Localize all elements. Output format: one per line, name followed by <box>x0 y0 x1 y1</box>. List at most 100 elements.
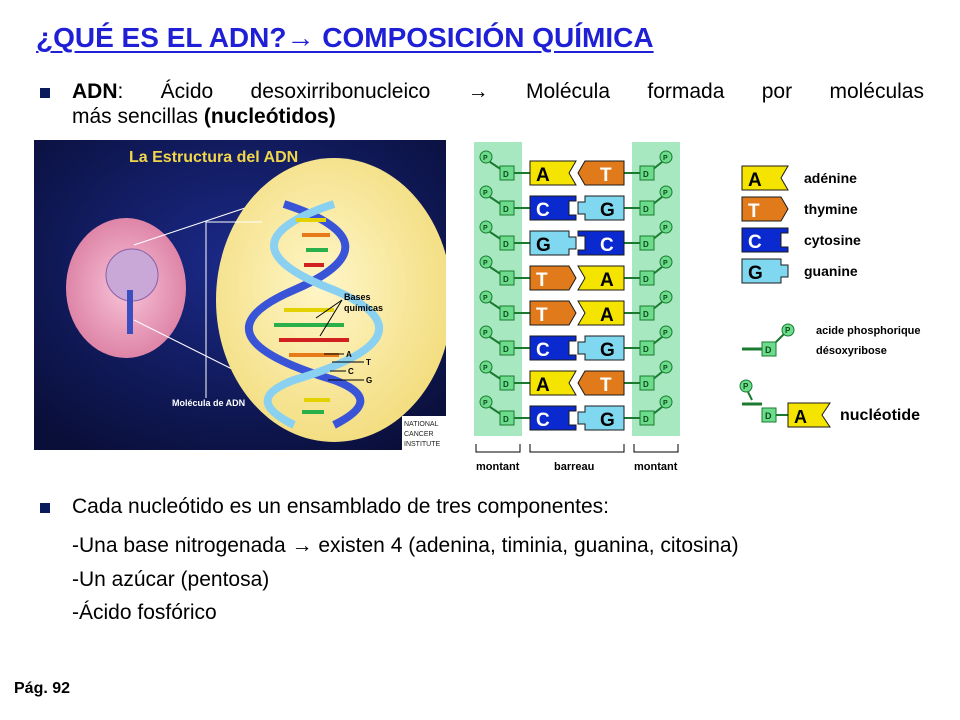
phosphate-node <box>479 185 493 199</box>
base-letter-c: C <box>348 367 354 376</box>
sugar-letter: D <box>503 240 509 249</box>
helix-strand-2 <box>263 200 383 429</box>
bases-label-line-2: químicas <box>344 303 383 313</box>
sugar-letter: D <box>503 170 509 179</box>
base-block <box>577 405 625 431</box>
phosphate-letter: P <box>483 225 488 232</box>
phosphate-node <box>479 255 493 269</box>
phosphate-letter: P <box>483 155 488 162</box>
base-letter-g: G <box>366 376 372 385</box>
base-letter: T <box>600 165 612 186</box>
phosphate-letter: P <box>483 400 488 407</box>
phosphate-node <box>659 220 673 234</box>
sugar-letter: D <box>503 205 509 214</box>
phosphate-letter: P <box>663 330 668 337</box>
title-part-1: ¿QUÉ ES EL ADN? <box>36 22 287 53</box>
base-letter: C <box>536 200 550 221</box>
legend-base-name: thymine <box>804 201 858 217</box>
phosphate-letter: P <box>483 365 488 372</box>
base-letter: A <box>600 305 614 326</box>
base-block <box>577 265 625 291</box>
sugar-letter: D <box>643 205 649 214</box>
base-letter: A <box>600 270 614 291</box>
phosphate-node <box>659 185 673 199</box>
label-barreau: barreau <box>554 461 594 473</box>
acide-phosphorique-label: acide phosphorique <box>816 325 921 337</box>
base-block <box>577 160 625 186</box>
bases-pointer-1 <box>315 299 343 319</box>
deoxyribose-symbol-letter: D <box>765 345 772 355</box>
bases-pointer-2 <box>319 299 343 337</box>
sugar-letter: D <box>643 275 649 284</box>
base-letter: C <box>600 235 614 256</box>
sugar-letter: D <box>503 345 509 354</box>
phosphate-node <box>659 395 673 409</box>
sugar-letter: D <box>643 310 649 319</box>
phosphate-symbol <box>781 323 795 337</box>
adn-term: ADN <box>72 80 118 103</box>
base-block <box>529 265 577 291</box>
strand-left <box>474 142 522 436</box>
institute-line-3: INSTITUTE <box>404 441 440 448</box>
legend-base-name: guanine <box>804 263 858 279</box>
title-part-2: COMPOSICIÓN QUÍMICA <box>314 22 654 53</box>
base-block <box>577 335 625 361</box>
bullet-1-line-2: más sencillas (nucleótidos) <box>72 105 336 129</box>
nucleotide-phosphate-link <box>747 391 753 401</box>
sugar-letter: D <box>503 380 509 389</box>
legend-base-block <box>741 258 789 284</box>
phosphate-node <box>479 220 493 234</box>
sugar-letter: D <box>643 415 649 424</box>
phosphate-letter: P <box>663 225 668 232</box>
sugar-letter: D <box>503 415 509 424</box>
phosphate-letter: P <box>663 295 668 302</box>
chromosome <box>127 290 133 334</box>
base-letter: G <box>600 340 615 361</box>
ladder-row: P D P D C G <box>479 325 673 361</box>
institute-line-1: NATIONAL <box>404 421 439 428</box>
nucleotide-phosphate-letter: P <box>743 382 749 391</box>
phosphate-letter: P <box>663 190 668 197</box>
bullet-2-line-2: -Una base nitrogenada → existen 4 (adeni… <box>72 534 739 557</box>
base-block <box>577 195 625 221</box>
sugar-letter: D <box>643 240 649 249</box>
base-letter: G <box>600 410 615 431</box>
deoxyribose-symbol <box>761 341 777 357</box>
legend-base-letter: C <box>748 232 762 253</box>
nucleotide-phosphate-symbol <box>739 379 753 393</box>
base-letter: T <box>600 375 612 396</box>
base-letter: T <box>536 270 548 291</box>
phosphate-letter: P <box>483 190 488 197</box>
bullet-marker-1 <box>40 88 50 98</box>
bullet-2-line-4: -Ácido fosfórico <box>72 601 217 624</box>
sugar-letter: D <box>643 345 649 354</box>
base-letter: A <box>536 375 550 396</box>
base-block <box>577 370 625 396</box>
institute-logo-box <box>402 416 446 450</box>
phosphate-letter: P <box>663 260 668 267</box>
base-block <box>529 370 577 396</box>
zoom-line-top <box>133 204 255 246</box>
nucleotide-label: nucléotide <box>840 407 920 424</box>
bullet-2-line-3: -Un azúcar (pentosa) <box>72 568 270 591</box>
base-block <box>529 160 577 186</box>
phosphate-node <box>659 150 673 164</box>
phosphate-node <box>479 360 493 374</box>
nucleotide-base-letter: A <box>794 407 807 427</box>
phosphate-node <box>479 395 493 409</box>
phosphate-letter: P <box>483 330 488 337</box>
bracket-right <box>633 444 679 453</box>
phosphate-letter: P <box>663 155 668 162</box>
base-letter: C <box>536 340 550 361</box>
bullet-marker-2 <box>40 503 50 513</box>
base-letter: T <box>536 305 548 326</box>
legend-base-letter: G <box>748 263 763 284</box>
helix-strand-1 <box>245 200 365 429</box>
base-block <box>529 335 577 361</box>
